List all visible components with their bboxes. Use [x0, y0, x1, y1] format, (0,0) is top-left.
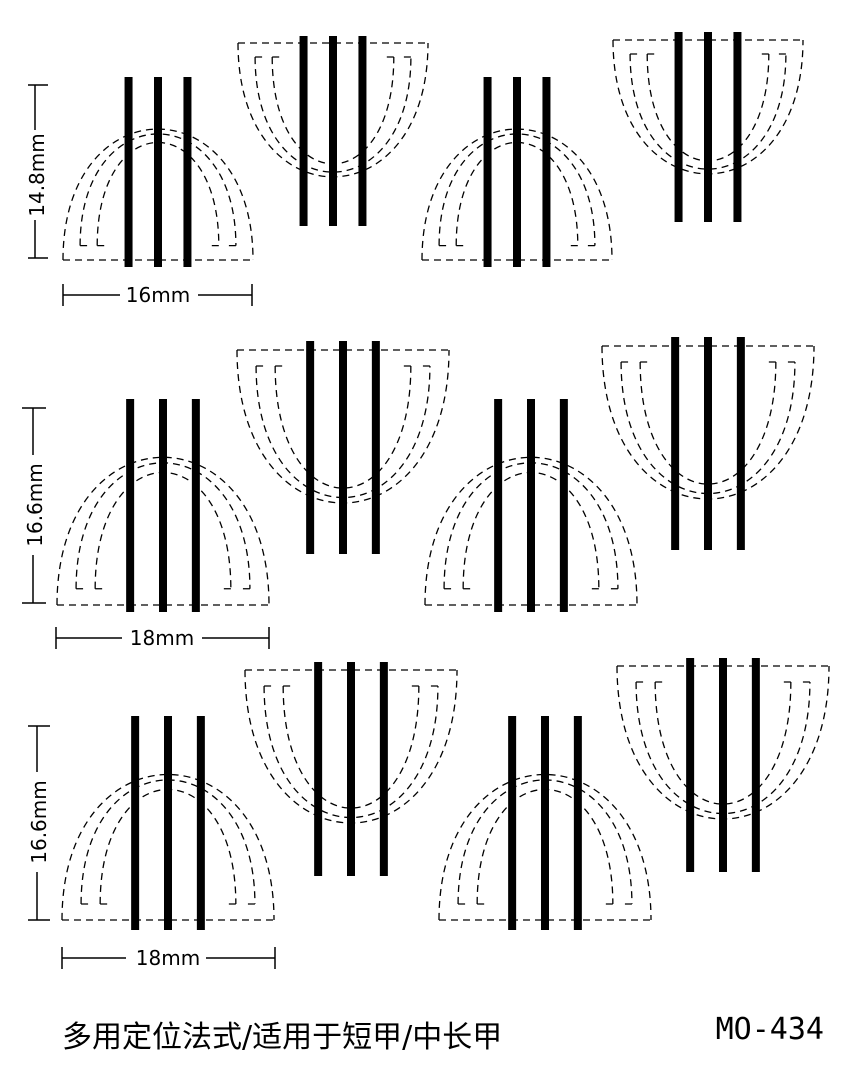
nail-sticker-11 [438, 716, 652, 930]
black-stripe-1 [339, 341, 347, 554]
height-label-row-3: 16.6mm [27, 780, 51, 864]
black-stripe-0 [131, 716, 140, 930]
black-stripe-1 [154, 77, 162, 267]
dashed-outline-2 [654, 681, 792, 805]
black-stripe-1 [719, 658, 727, 872]
black-stripe-2 [371, 341, 380, 554]
black-stripe-1 [329, 36, 337, 226]
black-stripe-1 [159, 399, 167, 612]
dashed-outline-0 [56, 456, 270, 606]
nail-sticker-1 [62, 77, 254, 267]
black-stripe-0 [674, 32, 683, 222]
product-code: MO-434 [715, 1012, 824, 1047]
black-stripe-0 [508, 716, 517, 930]
nail-sticker-9 [61, 716, 275, 930]
black-stripe-1 [513, 77, 521, 267]
black-stripe-2 [736, 337, 745, 550]
dimension-row-1: 14.8mm 16mm [20, 84, 253, 307]
black-stripe-0 [306, 341, 315, 554]
dashed-outline-1 [254, 56, 412, 173]
sticker-layer [56, 32, 830, 930]
dimension-row-3: 16.6mm 18mm [22, 725, 276, 970]
dashed-outline-1 [438, 133, 596, 247]
nail-sticker-12 [616, 658, 830, 872]
width-label-row-1: 16mm [126, 283, 190, 307]
dimension-row-2: 16.6mm 18mm [18, 407, 270, 650]
black-stripe-0 [671, 337, 680, 550]
black-stripe-1 [704, 32, 712, 222]
dashed-outline-2 [455, 141, 579, 247]
black-stripe-1 [347, 662, 355, 876]
black-stripe-0 [314, 662, 323, 876]
black-stripe-2 [559, 399, 568, 612]
nail-sticker-2 [237, 36, 429, 226]
width-label-row-2: 18mm [130, 626, 194, 650]
black-stripe-2 [542, 77, 551, 267]
black-stripe-0 [483, 77, 492, 267]
nail-sticker-7 [424, 399, 638, 612]
width-label-row-3: 18mm [136, 946, 200, 970]
black-stripe-0 [686, 658, 695, 872]
nail-sticker-8 [601, 337, 815, 550]
height-label-row-2: 16.6mm [23, 463, 47, 547]
black-stripe-0 [299, 36, 308, 226]
black-stripe-0 [494, 399, 503, 612]
dashed-outline-1 [629, 53, 787, 170]
nail-sticker-4 [612, 32, 804, 222]
black-stripe-1 [527, 399, 535, 612]
black-stripe-2 [379, 662, 388, 876]
black-stripe-2 [358, 36, 367, 226]
black-stripe-2 [733, 32, 742, 222]
height-label-row-1: 14.8mm [25, 133, 49, 217]
dashed-outline-2 [282, 685, 420, 809]
nail-sticker-5 [56, 399, 270, 612]
nail-sticker-3 [421, 77, 613, 267]
nail-sticker-6 [236, 341, 450, 554]
dashed-outline-1 [79, 133, 237, 247]
black-stripe-2 [183, 77, 192, 267]
black-stripe-2 [196, 716, 205, 930]
black-stripe-1 [704, 337, 712, 550]
dashed-outline-2 [274, 365, 412, 489]
black-stripe-2 [751, 658, 760, 872]
dashed-outline-0 [61, 774, 275, 921]
dashed-outline-0 [438, 774, 652, 921]
black-stripe-0 [124, 77, 133, 267]
dashed-outline-2 [639, 361, 777, 485]
black-stripe-2 [191, 399, 200, 612]
black-stripe-2 [573, 716, 582, 930]
dashed-outline-0 [424, 456, 638, 606]
dashed-outline-2 [96, 141, 220, 247]
black-stripe-0 [126, 399, 135, 612]
nail-sticker-10 [244, 662, 458, 876]
sheet-caption: 多用定位法式/适用于短甲/中长甲 [62, 1020, 503, 1055]
black-stripe-1 [541, 716, 549, 930]
black-stripe-1 [164, 716, 172, 930]
